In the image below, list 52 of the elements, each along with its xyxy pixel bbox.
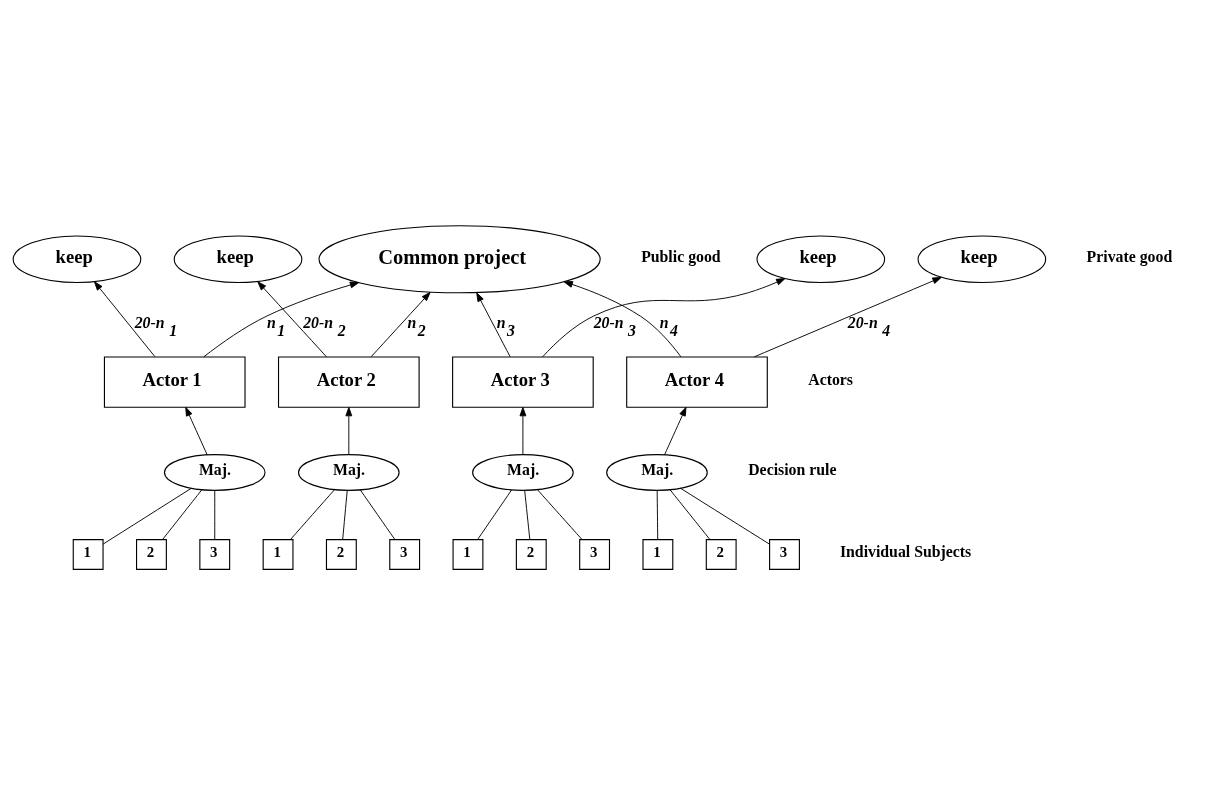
arrow <box>185 406 208 455</box>
arrow <box>345 406 353 455</box>
node-box: Actor 1 <box>103 355 246 408</box>
node-box: 3 <box>579 538 611 570</box>
connector <box>477 488 513 540</box>
arrow <box>476 291 511 357</box>
connector <box>290 488 336 540</box>
label: Public good <box>641 247 721 265</box>
arrow <box>753 276 942 357</box>
node-ellipse: keep <box>12 234 142 283</box>
label: Decision rule <box>748 460 837 478</box>
node-box: 3 <box>769 538 800 570</box>
connector <box>524 489 531 540</box>
arrow <box>257 280 327 357</box>
node-box: 2 <box>325 538 357 570</box>
node-ellipse: Maj. <box>298 453 400 491</box>
label: Individual Subjects <box>839 542 972 560</box>
node-ellipse: keep <box>173 234 303 283</box>
node-ellipse: Common project <box>318 224 601 293</box>
node-box: 1 <box>72 538 104 570</box>
node-box: 2 <box>136 538 167 570</box>
node-box: 3 <box>199 538 231 570</box>
arrow <box>542 277 786 357</box>
node-box: 1 <box>642 538 674 570</box>
node-ellipse: Maj. <box>472 453 574 491</box>
label: Private good <box>1086 247 1173 265</box>
connector <box>536 488 583 540</box>
node-box: 1 <box>262 538 294 570</box>
node-ellipse: Maj. <box>606 453 708 491</box>
arrow <box>563 280 682 357</box>
node-box: 1 <box>452 538 484 570</box>
connector <box>342 489 348 540</box>
connector <box>102 487 192 545</box>
arrow <box>370 291 431 357</box>
node-box: 3 <box>389 538 421 570</box>
connector <box>162 488 203 540</box>
arrow <box>93 280 156 357</box>
connector <box>680 487 770 545</box>
node-box: Actor 2 <box>277 355 420 408</box>
connector <box>656 489 659 540</box>
node-box: Actor 3 <box>452 355 594 408</box>
arrow <box>519 406 527 455</box>
node-box: 2 <box>705 538 737 570</box>
label: Actors <box>808 370 854 388</box>
node-box: Actor 4 <box>626 355 768 408</box>
arrow <box>664 406 687 455</box>
arrow <box>203 281 360 357</box>
connector <box>214 489 216 540</box>
node-ellipse: Maj. <box>163 453 266 491</box>
node-box: 2 <box>515 538 547 570</box>
connector <box>669 488 711 540</box>
connector <box>359 488 396 540</box>
